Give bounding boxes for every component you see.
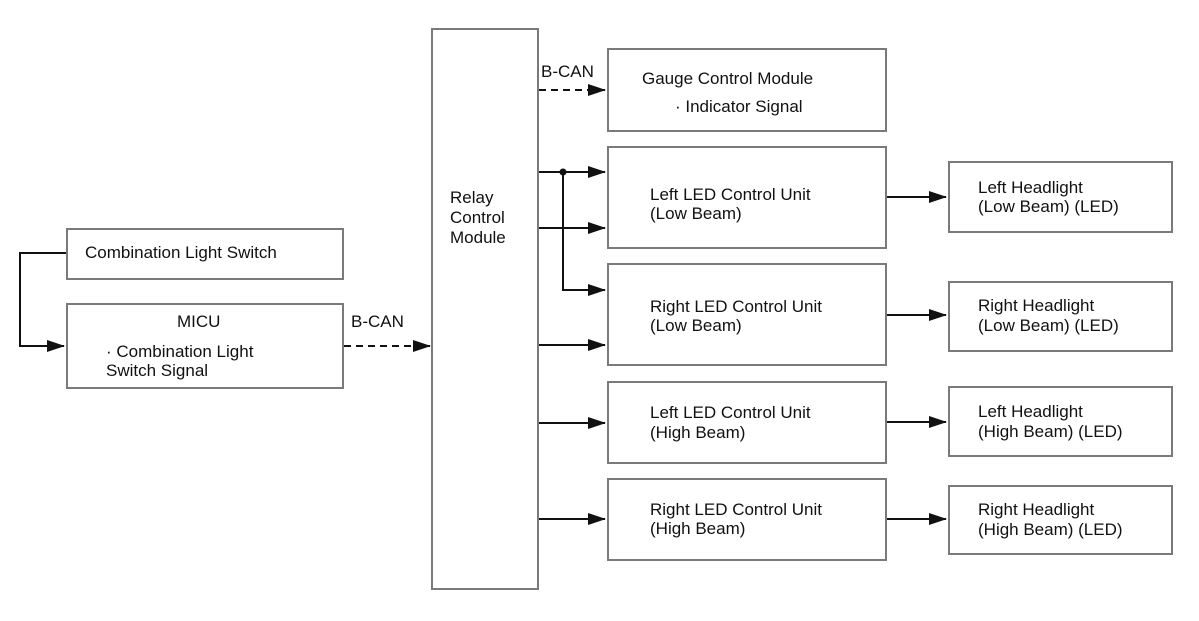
relay-line1: Relay — [450, 188, 494, 207]
gauge-signal: · Indicator Signal — [675, 97, 803, 116]
right-led-control-high-box — [607, 478, 887, 561]
combination-light-switch-box — [66, 228, 344, 280]
right-headlight-high-line1: Right Headlight — [978, 500, 1095, 519]
left-led-high-line2: (High Beam) — [650, 423, 746, 442]
micu-title: MICU — [177, 312, 221, 331]
micu-signal-line2: Switch Signal — [106, 361, 209, 380]
relay-line3: Module — [450, 228, 506, 247]
right-led-low-line2: (Low Beam) — [650, 316, 742, 335]
right-headlight-high-line2: (High Beam) (LED) — [978, 520, 1123, 539]
right-headlight-low-line2: (Low Beam) (LED) — [978, 316, 1119, 335]
gauge-title: Gauge Control Module — [642, 69, 814, 88]
right-headlight-high-box — [948, 485, 1173, 555]
left-headlight-low-line1: Left Headlight — [978, 178, 1083, 197]
right-headlight-low-box — [948, 281, 1173, 352]
gauge-control-module-box — [607, 48, 887, 132]
left-led-low-line1: Left LED Control Unit — [650, 185, 811, 204]
relay-gauge-bcan-label: B-CAN — [541, 62, 594, 81]
left-headlight-high-line2: (High Beam) (LED) — [978, 422, 1123, 441]
left-led-control-high-box — [607, 381, 887, 464]
right-led-low-line1: Right LED Control Unit — [650, 297, 822, 316]
left-headlight-low-line2: (Low Beam) (LED) — [978, 197, 1119, 216]
left-led-low-line2: (Low Beam) — [650, 204, 742, 223]
right-led-high-line2: (High Beam) — [650, 519, 746, 538]
relay-control-module-box — [431, 28, 539, 590]
right-led-high-line1: Right LED Control Unit — [650, 500, 822, 519]
relay-line2: Control — [450, 208, 505, 227]
right-headlight-low-line1: Right Headlight — [978, 296, 1095, 315]
left-headlight-high-box — [948, 386, 1173, 457]
combination-light-switch-title: Combination Light Switch — [85, 243, 277, 262]
micu-signal-line1: · Combination Light — [106, 342, 254, 361]
micu-relay-bcan-label: B-CAN — [351, 312, 404, 331]
junction-dot — [559, 168, 567, 176]
switch-to-micu-line — [19, 252, 66, 352]
left-headlight-high-line1: Left Headlight — [978, 402, 1083, 421]
left-led-high-line1: Left LED Control Unit — [650, 403, 811, 422]
left-headlight-low-box — [948, 161, 1173, 233]
micu-box — [66, 303, 344, 389]
right-led-control-low-box — [607, 263, 887, 366]
left-led-control-low-box — [607, 146, 887, 249]
relay-to-right-led-low-branch — [562, 172, 606, 296]
